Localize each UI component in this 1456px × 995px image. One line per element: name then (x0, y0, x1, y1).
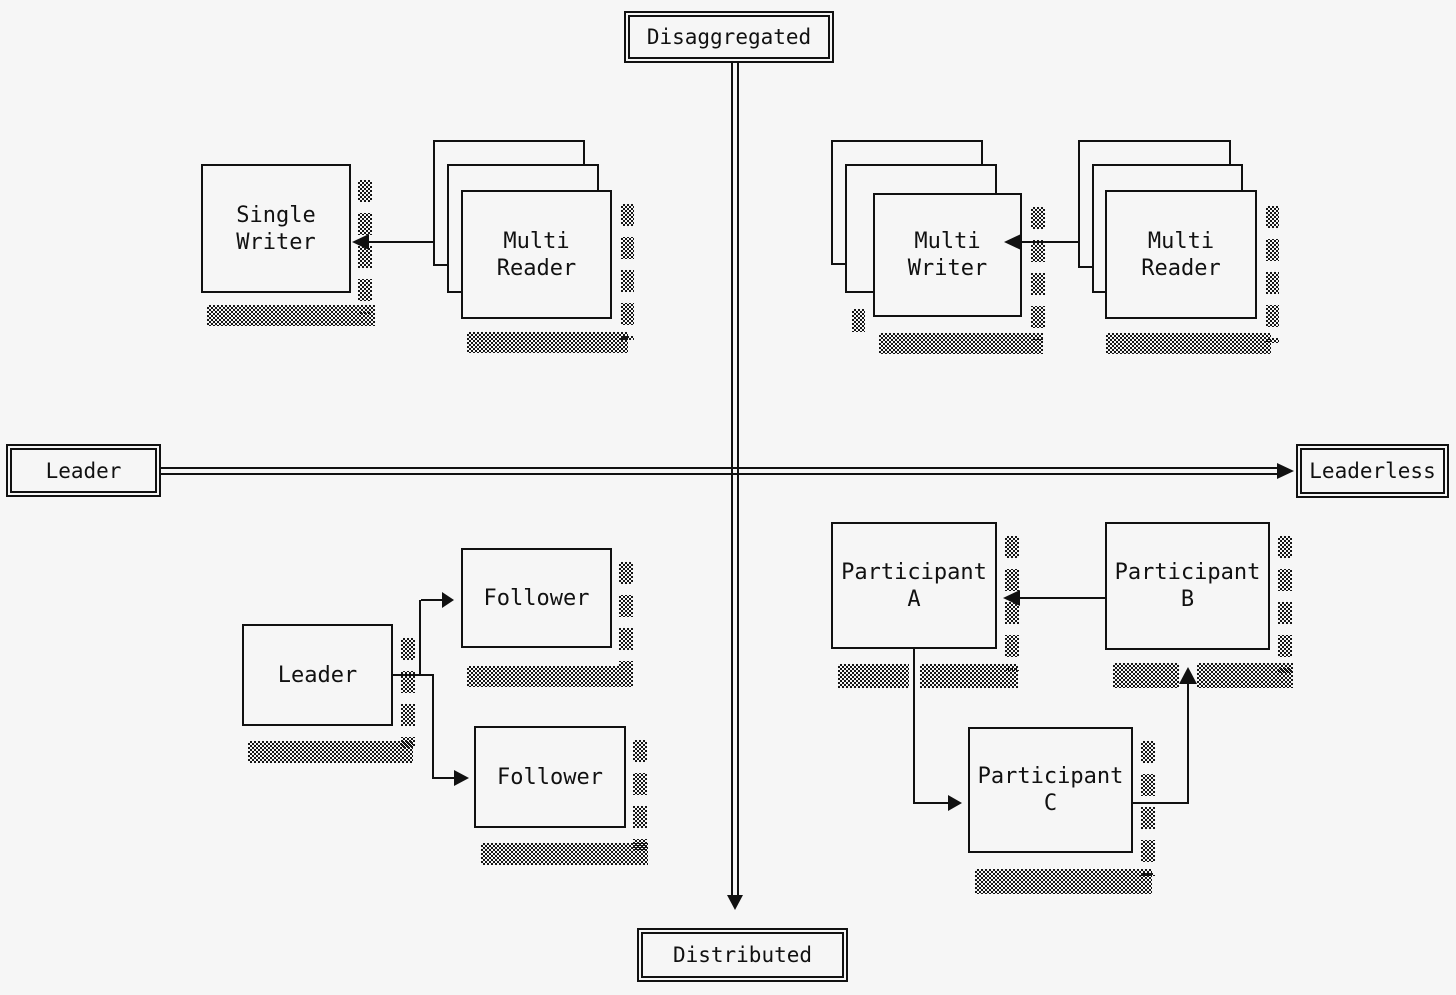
node-multi-writer: Multi Writer (873, 193, 1022, 317)
node-single-writer: Single Writer (201, 164, 351, 293)
arrowhead-right-icon (442, 592, 454, 608)
axis-arrowhead-down-icon (727, 895, 743, 910)
multi-reader-tr-shadow-right (1266, 206, 1279, 343)
node-label: Participant A (841, 559, 987, 612)
multi-writer-shadow-patch (852, 309, 865, 332)
edge-leader-stub-line (391, 674, 433, 676)
edge-a-c-hline (913, 802, 948, 804)
axis-label-disaggregated: Disaggregated (624, 11, 834, 63)
follower-bottom-shadow-right (633, 740, 647, 850)
axis-label-text: Leader (10, 448, 157, 493)
node-label: Follower (497, 764, 603, 790)
node-multi-reader-tl: Multi Reader (461, 190, 612, 319)
multi-writer-shadow-bottom (879, 333, 1043, 354)
axis-arrowhead-right-icon (1277, 463, 1294, 479)
node-participant-a: Participant A (831, 522, 997, 649)
vertical-axis-line (731, 63, 739, 895)
participant-a-shadow-bottom-right (920, 664, 1018, 688)
axis-label-text: Leaderless (1300, 448, 1445, 494)
multi-reader-tr-shadow-bottom (1106, 333, 1271, 354)
arrowhead-right-icon (948, 795, 962, 811)
node-label: Participant B (1114, 560, 1261, 612)
node-label: Participant C (977, 764, 1124, 816)
leader-shadow-right (401, 638, 415, 748)
edge-a-c-vline (913, 649, 915, 804)
arrowhead-left-icon (352, 234, 369, 250)
participant-c-shadow-bottom (975, 869, 1152, 894)
edge-multireader-singlewriter-line (369, 241, 433, 243)
single-writer-shadow-bottom (207, 305, 375, 326)
node-label: Multi Writer (907, 229, 988, 281)
edge-leader-follower-top-hline (421, 599, 442, 601)
participant-c-shadow-right (1141, 741, 1155, 876)
edge-leader-follower-bottom-hline (434, 777, 454, 779)
arrowhead-left-icon (1004, 234, 1021, 250)
follower-top-shadow-right (619, 562, 633, 670)
participant-a-shadow-bottom-left (838, 664, 909, 688)
edge-c-b-vline (1187, 684, 1189, 804)
node-label: Leader (277, 662, 358, 688)
node-multi-reader-tr: Multi Reader (1105, 190, 1257, 319)
edge-c-b-hline (1133, 802, 1188, 804)
participant-b-shadow-right (1278, 536, 1292, 673)
node-follower-bottom: Follower (474, 726, 626, 828)
node-participant-b: Participant B (1105, 522, 1270, 650)
arrowhead-right-icon (454, 770, 469, 786)
axis-label-distributed: Distributed (637, 928, 848, 982)
axis-label-text: Distributed (641, 932, 844, 978)
node-participant-c: Participant C (968, 727, 1133, 853)
node-leader: Leader (242, 624, 393, 726)
follower-top-shadow-bottom (467, 666, 633, 687)
edge-multireader-multiwriter-line (1021, 241, 1078, 243)
horizontal-axis-line (161, 467, 1277, 475)
node-label: Multi Reader (1141, 228, 1221, 281)
edge-b-a-line (1020, 597, 1105, 599)
node-follower-top: Follower (461, 548, 612, 648)
arrowhead-up-icon (1179, 667, 1197, 684)
leader-shadow-bottom (248, 741, 413, 763)
edge-leader-follower-bottom-vline (432, 674, 434, 779)
multi-reader-tl-shadow-right (621, 204, 634, 340)
edge-leader-follower-top-vline (419, 600, 421, 676)
multi-reader-tl-shadow-bottom (467, 332, 628, 353)
multi-writer-shadow-right (1031, 207, 1045, 340)
node-label: Follower (483, 585, 590, 611)
participant-b-shadow-bottom-left (1113, 663, 1179, 688)
axis-label-leader: Leader (6, 444, 161, 497)
participant-b-shadow-bottom-right (1197, 663, 1293, 688)
arrowhead-left-icon (1003, 590, 1020, 606)
node-label: Multi Reader (496, 228, 577, 281)
follower-bottom-shadow-bottom (481, 843, 648, 865)
axis-label-text: Disaggregated (628, 15, 830, 59)
node-label: Single Writer (236, 202, 316, 255)
axis-label-leaderless: Leaderless (1296, 444, 1449, 498)
